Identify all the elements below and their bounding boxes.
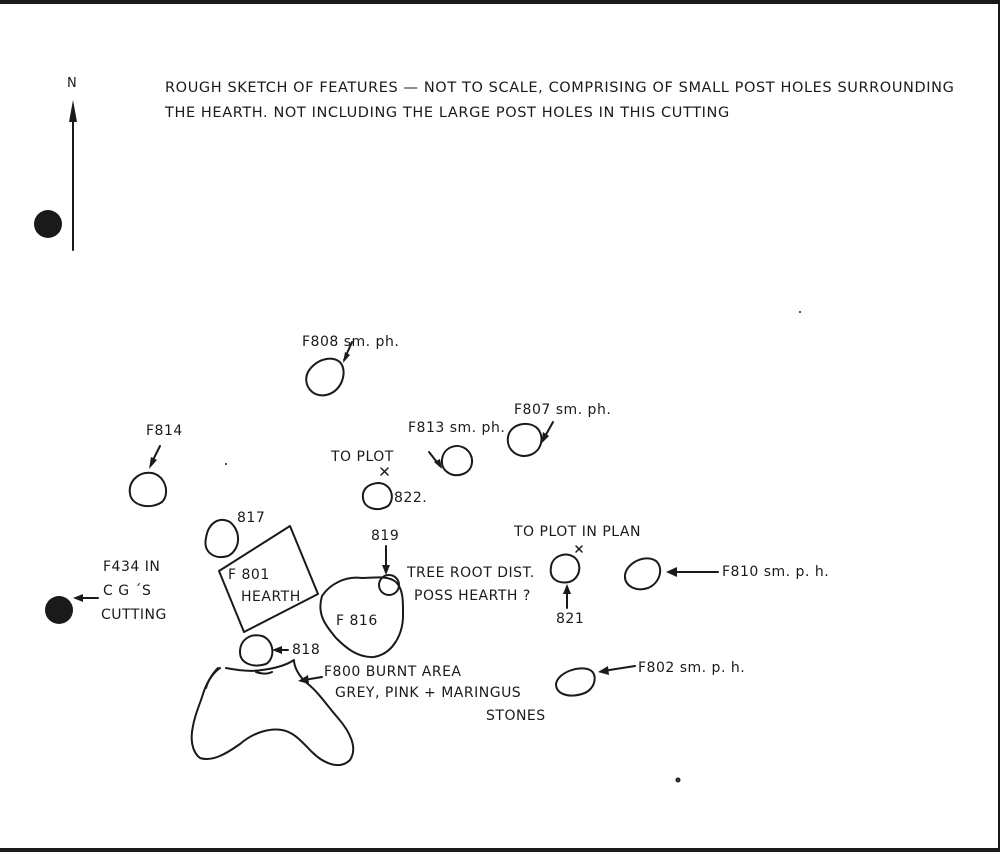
post-hole-f810 [623, 557, 662, 591]
post-hole-f808 [305, 357, 345, 397]
post-hole-822 [361, 482, 393, 511]
label-f800-line-2: GREY, PINK + MARINGUS [335, 685, 522, 701]
north-label: N [67, 76, 78, 91]
post-hole-817 [204, 519, 239, 558]
post-hole-f802 [555, 667, 596, 697]
cross-mark-icon [575, 545, 583, 553]
burnt-area-f800-outline [190, 659, 355, 767]
speck [675, 777, 681, 783]
sketch-title-line-1: ROUGH SKETCH OF FEATURES — NOT TO SCALE,… [165, 80, 955, 96]
label-f801-line-2: HEARTH [241, 589, 301, 605]
label-f434-line-3: CUTTING [101, 607, 167, 623]
binder-hole-top [34, 210, 62, 238]
label-817: 817 [237, 510, 266, 526]
label-818: 818 [292, 642, 321, 658]
speck [799, 311, 801, 313]
post-hole-f813 [440, 445, 473, 477]
label-f816: F 816 [336, 613, 378, 629]
label-f800-line-1: F800 BURNT AREA [324, 664, 462, 680]
label-f814: F814 [146, 423, 183, 439]
burnt-area-inner-lines [205, 667, 273, 689]
label-f807: F807 sm. ph. [514, 402, 612, 418]
north-arrow-icon [69, 100, 77, 251]
post-hole-821 [549, 553, 581, 584]
label-to-plot-in-plan: TO PLOT IN PLAN [514, 524, 641, 540]
cross-mark-icon [380, 467, 389, 476]
label-f800-line-3: STONES [486, 708, 546, 724]
label-tree-root-line-1: TREE ROOT DIST. [407, 565, 535, 581]
label-f434-line-2: C G ´S [103, 583, 152, 599]
binder-hole-bottom [45, 596, 73, 624]
feature-sketch-drawing [34, 100, 801, 783]
label-f813: F813 sm. ph. [408, 420, 506, 436]
label-f802: F802 sm. p. h. [638, 660, 746, 676]
speck [225, 463, 227, 465]
label-f808: F808 sm. ph. [302, 334, 400, 350]
post-hole-f807 [506, 422, 543, 457]
label-f801-line-1: F 801 [228, 567, 270, 583]
post-hole-818 [239, 634, 274, 667]
post-hole-f814 [128, 471, 168, 508]
label-822: 822. [394, 490, 428, 506]
label-to-plot: TO PLOT [331, 449, 394, 465]
label-819: 819 [371, 528, 400, 544]
label-f810: F810 sm. p. h. [722, 564, 830, 580]
label-tree-root-line-2: POSS HEARTH ? [414, 588, 531, 604]
label-821: 821 [556, 611, 585, 627]
label-f434-line-1: F434 IN [103, 559, 161, 575]
feature-f816-outline [319, 576, 405, 659]
sketch-title-line-2: THE HEARTH. NOT INCLUDING THE LARGE POST… [165, 105, 730, 121]
post-hole-819 [378, 574, 400, 596]
hearth-f801-outline [218, 525, 319, 633]
